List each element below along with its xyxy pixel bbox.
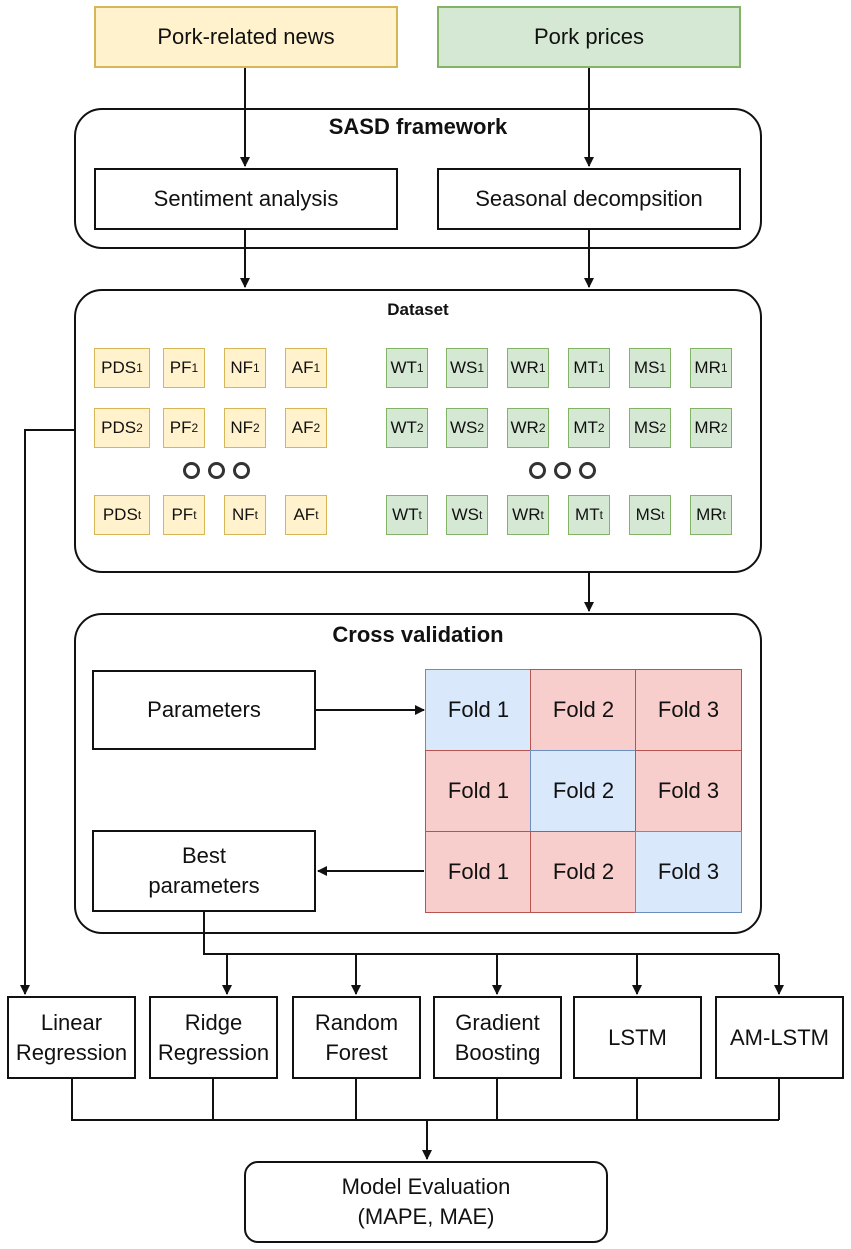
pork-prices-label: Pork prices: [533, 24, 645, 50]
sentiment-label: Sentiment analysis: [153, 186, 339, 212]
training-fold-cell: Fold 3: [635, 669, 742, 751]
training-fold-cell: Fold 2: [530, 669, 637, 751]
dataset-group: [74, 289, 762, 573]
arrow-dataset-to-linear: [20, 429, 74, 995]
sentiment-analysis-box: Sentiment analysis: [94, 168, 398, 230]
parameters-box: Parameters: [92, 670, 316, 750]
model-evaluation-box: Model Evaluation (MAPE, MAE): [244, 1161, 608, 1243]
model-label-line1: Gradient: [455, 1009, 540, 1035]
evaluation-line1: Model Evaluation: [341, 1174, 511, 1200]
model-label-line1: Ridge: [184, 1009, 243, 1035]
pork-prices-box: Pork prices: [437, 6, 741, 68]
line-models-to-eval: [71, 1078, 779, 1121]
evaluation-line2: (MAPE, MAE): [357, 1204, 495, 1229]
pork-news-label: Pork-related news: [157, 24, 335, 50]
sasd-framework-group: [74, 108, 762, 249]
cv-title: Cross validation: [332, 622, 504, 647]
model-label-line2: Regression: [157, 1039, 270, 1065]
training-fold-cell: Fold 1: [425, 750, 532, 832]
seasonal-decomposition-box: Seasonal decompsition: [437, 168, 741, 230]
news-ellipsis: [183, 462, 250, 479]
model-label-line1: AM-LSTM: [730, 1024, 829, 1050]
seasonal-label: Seasonal decompsition: [475, 186, 703, 212]
model-label-line2: Regression: [15, 1039, 128, 1065]
pork-news-box: Pork-related news: [94, 6, 398, 68]
training-fold-cell: Fold 3: [635, 750, 742, 832]
best-parameters-box: Best parameters: [92, 830, 316, 912]
model-label-line1: Random: [314, 1009, 399, 1035]
validation-fold-cell: Fold 1: [425, 669, 532, 751]
cross-validation-group: [74, 613, 762, 934]
model-label-line2: Boosting: [454, 1039, 541, 1065]
validation-fold-cell: Fold 2: [530, 750, 637, 832]
line-best-to-models: [203, 912, 779, 955]
parameters-label: Parameters: [147, 697, 261, 723]
dataset-title: Dataset: [387, 300, 449, 319]
model-label-line1: Linear: [40, 1009, 103, 1035]
best-parameters-line1: Best: [181, 843, 227, 869]
training-fold-cell: Fold 1: [425, 831, 532, 913]
model-label-line2: Forest: [325, 1039, 388, 1065]
validation-fold-cell: Fold 3: [635, 831, 742, 913]
sasd-title: SASD framework: [328, 114, 508, 139]
training-fold-cell: Fold 2: [530, 831, 637, 913]
model-box: AM-LSTM: [715, 996, 844, 1079]
price-ellipsis: [529, 462, 596, 479]
model-label-line1: LSTM: [608, 1024, 667, 1050]
model-box: LSTM: [573, 996, 702, 1079]
best-parameters-line2: parameters: [148, 873, 260, 898]
